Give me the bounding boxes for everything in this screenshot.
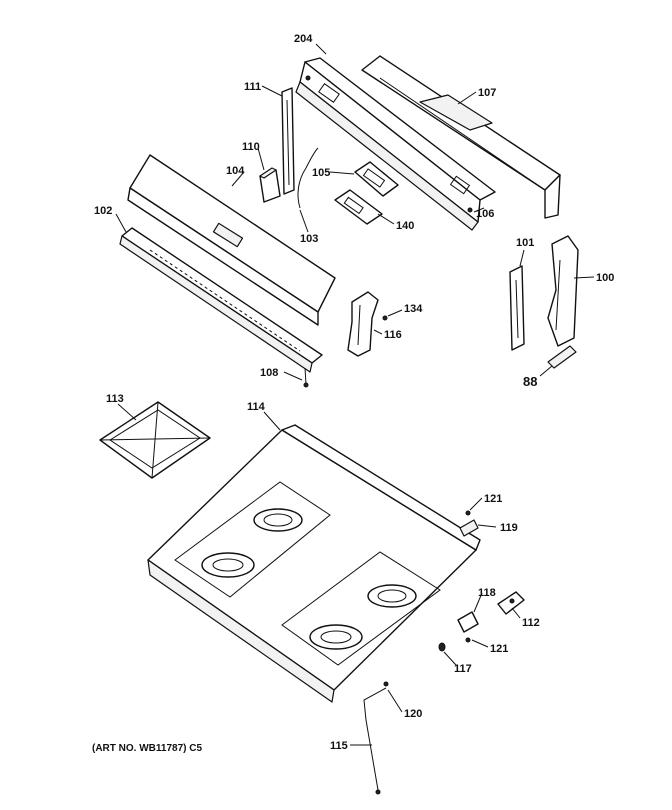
part-116-end-cap: [347, 291, 379, 357]
callout-134: 134: [404, 303, 423, 315]
part-88-cylinder: [547, 345, 577, 369]
part-119-clip: [459, 519, 479, 537]
callout-102: 102: [94, 205, 112, 217]
callout-114: 114: [247, 401, 266, 413]
part-100-side-trim: [547, 235, 579, 347]
callout-121-lower: 121: [490, 643, 508, 655]
part-108-screw: [303, 367, 309, 388]
part-113-grate: [99, 401, 211, 479]
leader-lines: [115, 43, 595, 746]
callout-110: 110: [242, 141, 260, 153]
callout-119: 119: [500, 522, 518, 534]
callout-116: 116: [384, 329, 402, 341]
callout-101: 101: [516, 237, 534, 249]
part-140-overlay: [334, 189, 383, 225]
part-115-rod: [363, 687, 387, 795]
callout-107: 107: [478, 87, 496, 99]
callout-120: 120: [404, 708, 422, 720]
part-112-hinge: [497, 591, 525, 615]
callout-88: 88: [523, 374, 537, 389]
art-number-label: (ART NO. WB11787) C5: [92, 743, 203, 754]
callout-113: 113: [106, 393, 124, 405]
callout-106: 106: [476, 208, 494, 220]
part-102-manifold-rail: [119, 227, 323, 373]
callout-labels: 204 111 107 110 104 105 102 103 140 106 …: [94, 33, 614, 752]
callout-140: 140: [396, 220, 414, 232]
part-120-clip: [383, 681, 389, 687]
callout-118: 118: [478, 587, 496, 599]
callout-105: 105: [312, 167, 330, 179]
callout-111: 111: [244, 81, 261, 93]
callout-115: 115: [330, 740, 348, 752]
callout-121-upper: 121: [484, 493, 502, 505]
callout-108: 108: [260, 367, 278, 379]
part-103-wire: [297, 147, 319, 209]
part-121-screw-lower: [465, 637, 471, 643]
part-111-bracket: [281, 87, 295, 195]
part-101-side-bracket: [509, 265, 525, 351]
part-134-screw: [382, 315, 388, 321]
part-106-backsplash: [295, 57, 496, 231]
callout-104: 104: [226, 165, 245, 177]
part-114-cooktop: [147, 424, 481, 703]
callout-204: 204: [294, 33, 313, 45]
part-110-switch: [259, 167, 281, 203]
part-121-screw-upper: [465, 510, 471, 516]
callout-112: 112: [522, 617, 540, 629]
part-118-bracket: [457, 611, 479, 633]
part-117-grommet: [438, 642, 446, 652]
part-107-top-cap: [361, 55, 561, 219]
callout-100: 100: [596, 272, 614, 284]
callout-117: 117: [454, 663, 472, 675]
callout-103: 103: [300, 233, 318, 245]
part-104-control-panel: [127, 154, 336, 326]
part-105-clock: [354, 161, 399, 197]
